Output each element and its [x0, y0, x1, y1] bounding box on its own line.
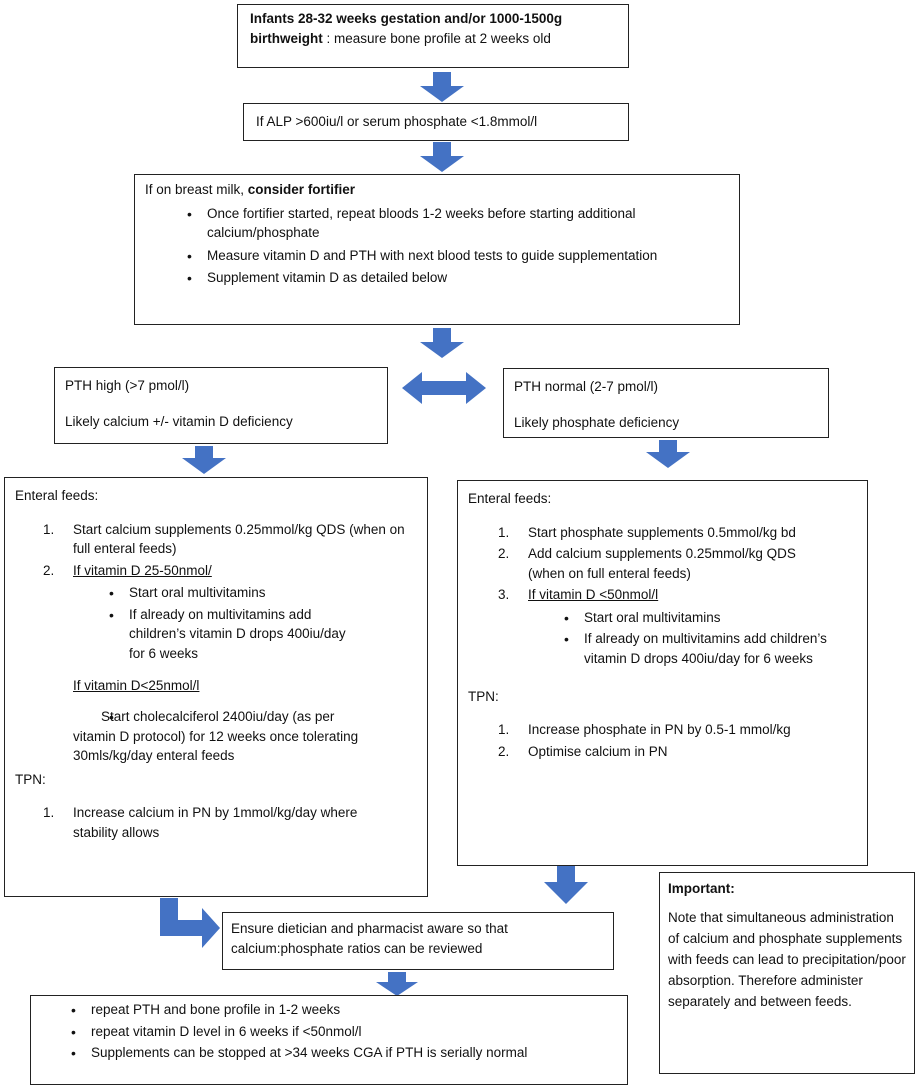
- right-item-1-number: 1.: [498, 524, 510, 540]
- start-box-bold: Infants 28-32 weeks gestation and/or 100…: [250, 11, 563, 46]
- pth-high-title: PTH high (>7 pmol/l): [65, 378, 190, 393]
- right-enteral-label: Enteral feeds:: [468, 491, 552, 506]
- arrow-down-left: [182, 446, 226, 474]
- right-vitd-bullet: If already on multivitamins add children…: [556, 629, 856, 668]
- right-tpn-item-2: 2. Optimise calcium in PN: [498, 742, 857, 762]
- left-item-2: 2. If vitamin D 25-50nmol/: [43, 561, 417, 581]
- left-tpn-number: 1.: [43, 805, 55, 821]
- right-vitd-bullet: Start oral multivitamins: [556, 608, 856, 628]
- right-item-2: 2. Add calcium supplements 0.25mmol/kg Q…: [498, 544, 828, 583]
- arrow-down-to-final: [376, 972, 418, 996]
- arrow-down-to-dietician: [544, 862, 588, 904]
- start-box-rest: : measure bone profile at 2 weeks old: [322, 30, 551, 46]
- right-tpn-item-1: 1. Increase phosphate in PN by 0.5-1 mmo…: [498, 720, 857, 740]
- fortifier-bullet: Once fortifier started, repeat bloods 1-…: [179, 204, 729, 243]
- fortifier-box: If on breast milk, consider fortifier On…: [134, 174, 740, 325]
- arrow-down-right: [646, 440, 690, 468]
- right-item-2-text: Add calcium supplements 0.25mmol/kg QDS …: [528, 546, 796, 581]
- pth-high-sub: Likely calcium +/- vitamin D deficiency: [65, 413, 293, 429]
- important-title: Important:: [668, 881, 735, 896]
- right-item-1-text: Start phosphate supplements 0.5mmol/kg b…: [528, 524, 796, 540]
- right-item-3-heading: If vitamin D <50nmol/l: [528, 587, 659, 603]
- left-tpn-text: Increase calcium in PN by 1mmol/kg/day w…: [73, 805, 358, 840]
- fortifier-bullet: Supplement vitamin D as detailed below: [179, 268, 729, 288]
- left-tpn-label: TPN:: [15, 771, 46, 787]
- fortifier-intro-bold: consider fortifier: [247, 182, 356, 197]
- right-tpn-text: Increase phosphate in PN by 0.5-1 mmol/k…: [528, 722, 791, 738]
- left-item-2-heading: If vitamin D 25-50nmol/: [73, 562, 212, 578]
- arrow-down-3: [420, 328, 464, 358]
- follow-up-box: repeat PTH and bone profile in 1-2 weeks…: [30, 995, 628, 1085]
- right-tpn-label: TPN:: [468, 688, 499, 704]
- right-item-1: 1. Start phosphate supplements 0.5mmol/k…: [498, 523, 857, 543]
- alp-box: If ALP >600iu/l or serum phosphate <1.8m…: [243, 103, 629, 141]
- left-sub-heading: If vitamin D<25nmol/l: [73, 677, 200, 693]
- left-vitd-bullet: If already on multivitamins add children…: [101, 605, 351, 664]
- follow-up-bullet: repeat PTH and bone profile in 1-2 weeks: [63, 1000, 617, 1020]
- arrow-down-2: [420, 142, 464, 172]
- pth-normal-sub: Likely phosphate deficiency: [514, 414, 680, 430]
- start-box: Infants 28-32 weeks gestation and/or 100…: [237, 4, 629, 68]
- phosphate-pathway-box: Enteral feeds: 1. Start phosphate supple…: [457, 480, 868, 866]
- left-cholecalciferol-bullet: Start cholecalciferol 2400iu/day (as per…: [73, 707, 373, 766]
- right-tpn-number: 2.: [498, 743, 510, 759]
- left-item-1-text: Start calcium supplements 0.25mmol/kg QD…: [73, 521, 405, 557]
- right-item-3-number: 3.: [498, 587, 510, 603]
- follow-up-bullet: repeat vitamin D level in 6 weeks if <50…: [63, 1022, 617, 1042]
- fortifier-intro: If on breast milk, consider fortifier: [145, 180, 729, 200]
- right-item-3: 3. If vitamin D <50nmol/l: [498, 585, 857, 605]
- important-text: Note that simultaneous administration of…: [668, 909, 906, 1009]
- dietician-text: Ensure dietician and pharmacist aware so…: [231, 921, 508, 956]
- arrow-bent-to-dietician: [160, 898, 220, 948]
- follow-up-bullet: Supplements can be stopped at >34 weeks …: [63, 1043, 617, 1063]
- right-item-2-number: 2.: [498, 546, 510, 562]
- alp-box-text: If ALP >600iu/l or serum phosphate <1.8m…: [256, 114, 538, 129]
- pth-normal-title: PTH normal (2-7 pmol/l): [514, 379, 659, 394]
- pth-normal-box: PTH normal (2-7 pmol/l) Likely phosphate…: [503, 368, 829, 438]
- right-tpn-number: 1.: [498, 722, 510, 738]
- left-item-1-number: 1.: [43, 521, 55, 537]
- left-vitd-bullet: Start oral multivitamins: [101, 583, 351, 603]
- left-enteral-label: Enteral feeds:: [15, 488, 99, 503]
- calcium-pathway-box: Enteral feeds: 1. Start calcium suppleme…: [4, 477, 428, 897]
- fortifier-intro-text: If on breast milk,: [145, 182, 248, 197]
- arrow-down-1: [420, 72, 464, 102]
- left-tpn-item: 1. Increase calcium in PN by 1mmol/kg/da…: [43, 803, 403, 842]
- pth-high-box: PTH high (>7 pmol/l) Likely calcium +/- …: [54, 367, 388, 444]
- double-arrow: [402, 372, 486, 404]
- left-item-1: 1. Start calcium supplements 0.25mmol/kg…: [43, 520, 417, 559]
- left-item-2-number: 2.: [43, 562, 55, 578]
- dietician-box: Ensure dietician and pharmacist aware so…: [222, 912, 614, 970]
- right-tpn-text: Optimise calcium in PN: [528, 743, 668, 759]
- fortifier-bullet: Measure vitamin D and PTH with next bloo…: [179, 246, 729, 266]
- important-box: Important: Note that simultaneous admini…: [659, 872, 915, 1074]
